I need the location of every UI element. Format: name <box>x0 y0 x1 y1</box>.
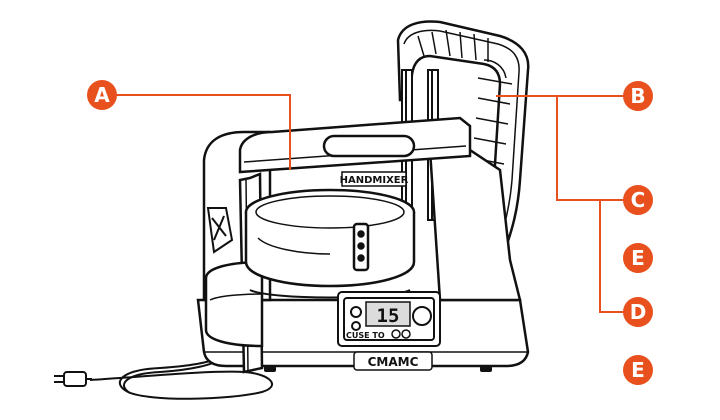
side-clamp <box>206 207 234 254</box>
callout-e-lower: E <box>623 355 653 385</box>
callout-c-label: C <box>631 188 646 212</box>
leader-b-c <box>556 96 625 201</box>
control-label: CUSE TO <box>346 331 385 340</box>
power-button-icon <box>391 329 401 339</box>
callout-e-upper: E <box>623 243 653 273</box>
brand-label: HANDMIXER <box>340 171 409 187</box>
callout-c: C <box>623 185 653 215</box>
brand-label-text: HANDMIXER <box>340 175 409 186</box>
mode-button-icon <box>401 329 411 339</box>
callout-a: A <box>87 80 117 110</box>
mixing-bowl <box>244 188 416 299</box>
leader-c-d <box>599 200 625 313</box>
feet <box>264 366 492 372</box>
leader-lines <box>116 94 625 313</box>
callout-b: B <box>623 81 653 111</box>
callout-d: D <box>623 297 653 327</box>
leader-a <box>116 94 291 170</box>
callout-e-upper-label: E <box>631 246 645 270</box>
base-logo: CMAMC <box>353 351 433 371</box>
base-logo-text: CMAMC <box>368 355 419 369</box>
callout-b-label: B <box>630 84 645 108</box>
callout-e-lower-label: E <box>631 358 645 382</box>
callout-d-label: D <box>630 300 647 324</box>
plug-icon <box>54 371 92 387</box>
display-reading: 15 <box>377 305 400 327</box>
callout-a-label: A <box>94 83 110 107</box>
display-window <box>365 301 411 327</box>
